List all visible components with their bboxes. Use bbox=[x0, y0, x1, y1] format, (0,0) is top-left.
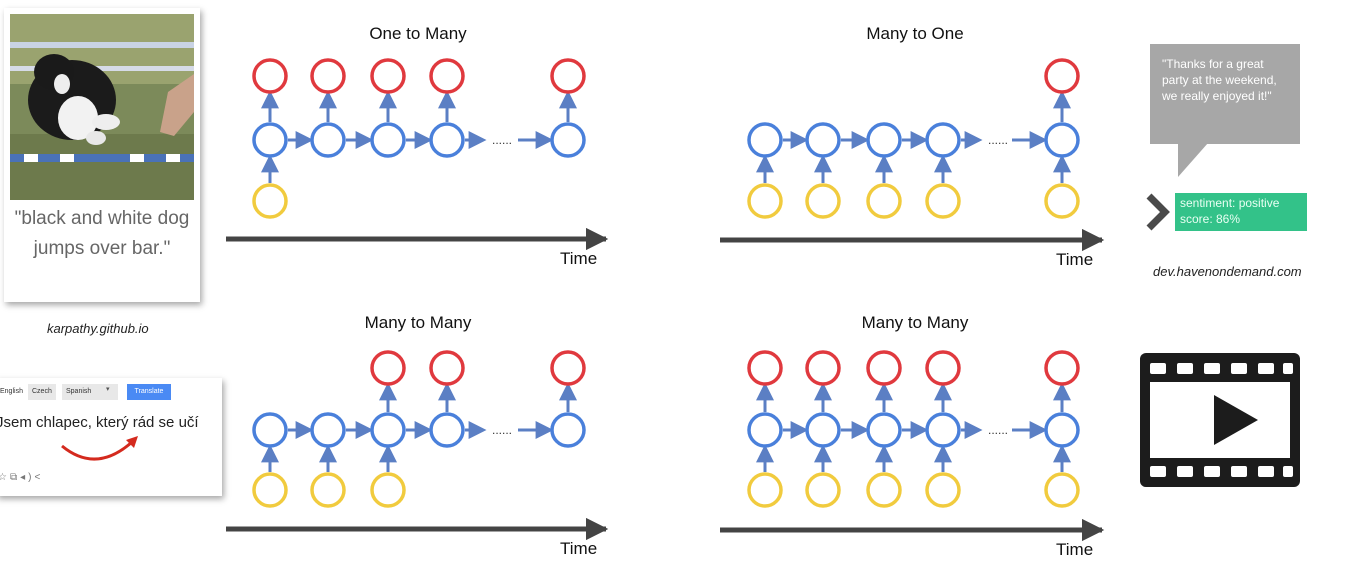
diagram-title-many-to-many-1: Many to Many bbox=[364, 313, 472, 332]
output-node bbox=[1044, 58, 1080, 94]
output-node bbox=[747, 350, 783, 386]
hidden-node bbox=[550, 122, 586, 158]
output-node bbox=[310, 58, 346, 94]
translate-card: English Czech Spanish ▾ Translate Jsem c… bbox=[0, 378, 222, 496]
output-node bbox=[925, 350, 961, 386]
sentiment-label: sentiment: positive bbox=[1180, 196, 1280, 210]
share-icon[interactable]: < bbox=[34, 472, 44, 483]
hidden-node bbox=[252, 412, 288, 448]
lang-czech-tab[interactable]: Czech bbox=[28, 384, 56, 400]
ellipsis: ...... bbox=[492, 423, 512, 437]
ellipsis: ...... bbox=[492, 133, 512, 147]
hidden-node bbox=[310, 412, 346, 448]
output-node bbox=[805, 350, 841, 386]
time-label-2: Time bbox=[1056, 250, 1094, 269]
hidden-node bbox=[1044, 412, 1080, 448]
input-node bbox=[866, 183, 902, 219]
chevron-down-icon[interactable]: ▾ bbox=[106, 386, 110, 393]
input-node bbox=[805, 472, 841, 508]
copy-icon[interactable]: ⧉ bbox=[9, 472, 21, 483]
curved-arrow-icon bbox=[61, 436, 138, 461]
dog-photo bbox=[10, 14, 194, 200]
translate-toolbar: ☆⧉◂)< bbox=[0, 472, 43, 483]
credit-karpathy: karpathy.github.io bbox=[47, 321, 149, 336]
time-label-4: Time bbox=[1056, 540, 1094, 559]
credit-havenondemand: dev.havenondemand.com bbox=[1153, 264, 1302, 279]
input-node bbox=[747, 183, 783, 219]
image-caption: "black and white dog jumps over bar." bbox=[14, 208, 190, 259]
input-node bbox=[805, 183, 841, 219]
hidden-node bbox=[925, 412, 961, 448]
hidden-node bbox=[805, 412, 841, 448]
sentiment-score: score: 86% bbox=[1180, 212, 1241, 226]
speech-bubble: "Thanks for a great party at the weekend… bbox=[1150, 44, 1300, 144]
diagram-title-many-to-many-2: Many to Many bbox=[861, 313, 969, 332]
input-node bbox=[370, 472, 406, 508]
hidden-node bbox=[747, 412, 783, 448]
ellipsis: ...... bbox=[988, 423, 1008, 437]
diagram-title-one-to-many: One to Many bbox=[369, 24, 467, 43]
input-node bbox=[866, 472, 902, 508]
lang-english-tab[interactable]: English bbox=[0, 388, 23, 395]
hidden-node bbox=[252, 122, 288, 158]
output-node bbox=[252, 58, 288, 94]
time-label-3: Time bbox=[560, 539, 598, 558]
translated-text: Jsem chlapec, který rád se učí bbox=[0, 414, 199, 431]
input-node bbox=[252, 472, 288, 508]
input-node bbox=[252, 183, 288, 219]
output-node bbox=[550, 350, 586, 386]
input-node bbox=[925, 472, 961, 508]
image-caption-card: "black and white dog jumps over bar." bbox=[4, 8, 200, 302]
hidden-node bbox=[550, 412, 586, 448]
lang-spanish-tab[interactable]: Spanish bbox=[62, 384, 118, 400]
output-node bbox=[1044, 350, 1080, 386]
hidden-node bbox=[805, 122, 841, 158]
sentiment-result: sentiment: positive score: 86% bbox=[1175, 193, 1307, 231]
output-node bbox=[866, 350, 902, 386]
diagram-title-many-to-one: Many to One bbox=[866, 24, 964, 43]
hidden-node bbox=[310, 122, 346, 158]
hidden-node bbox=[370, 412, 406, 448]
speaker-icon[interactable]: ◂) bbox=[20, 472, 35, 483]
hidden-node bbox=[866, 122, 902, 158]
hidden-node bbox=[1044, 122, 1080, 158]
video-play-icon bbox=[1140, 353, 1300, 487]
hidden-node bbox=[429, 412, 465, 448]
output-node bbox=[429, 350, 465, 386]
time-label-1: Time bbox=[560, 249, 598, 268]
output-node bbox=[550, 58, 586, 94]
input-node bbox=[1044, 472, 1080, 508]
bubble-quote: "Thanks for a great party at the weekend… bbox=[1162, 57, 1277, 103]
bubble-tail bbox=[1178, 143, 1208, 177]
star-icon[interactable]: ☆ bbox=[0, 472, 10, 483]
ellipsis: ...... bbox=[988, 133, 1008, 147]
hidden-node bbox=[370, 122, 406, 158]
input-node bbox=[1044, 183, 1080, 219]
hidden-node bbox=[429, 122, 465, 158]
hidden-node bbox=[747, 122, 783, 158]
input-node bbox=[310, 472, 346, 508]
hidden-node bbox=[866, 412, 902, 448]
chevron-right-icon bbox=[1146, 193, 1170, 231]
hidden-node bbox=[925, 122, 961, 158]
input-node bbox=[925, 183, 961, 219]
translate-button[interactable]: Translate bbox=[127, 384, 171, 400]
output-node bbox=[370, 58, 406, 94]
output-node bbox=[429, 58, 465, 94]
output-node bbox=[370, 350, 406, 386]
input-node bbox=[747, 472, 783, 508]
